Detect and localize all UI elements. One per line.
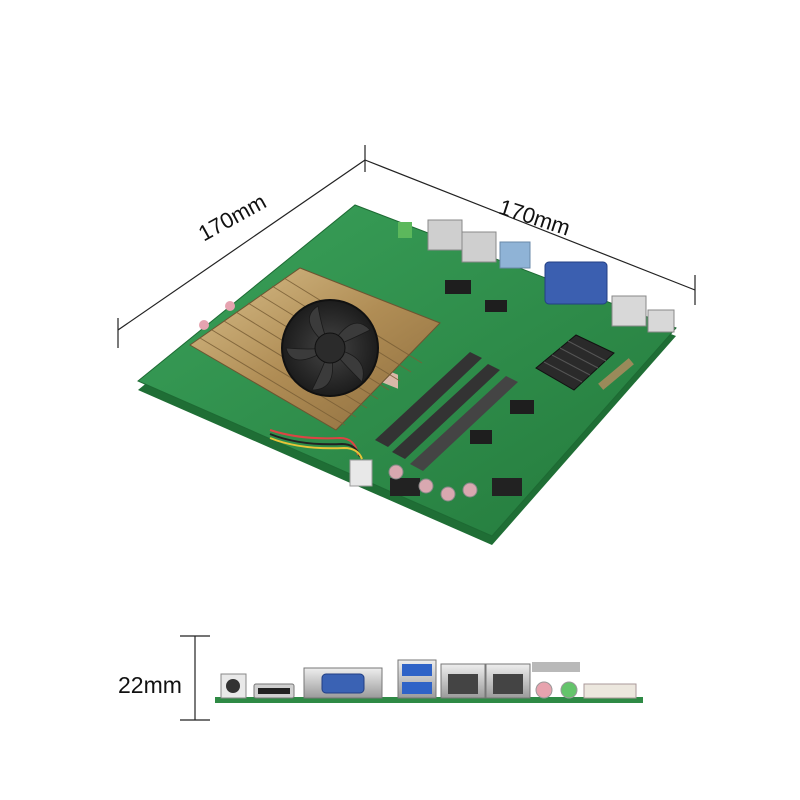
cpu-heatsink — [189, 267, 441, 460]
width-dimension-line — [117, 145, 366, 348]
io-ports-cluster — [380, 219, 675, 389]
pcb-components — [199, 280, 634, 502]
motherboard-top-view-icon — [137, 204, 677, 545]
height-dimension-line — [180, 635, 210, 721]
memory-slots — [375, 352, 518, 471]
depth-dimension-line — [364, 159, 696, 305]
height-dimension-label: 22mm — [118, 672, 182, 698]
motherboard-io-side-view-icon — [215, 659, 643, 703]
chipset-heatsink — [535, 334, 615, 391]
